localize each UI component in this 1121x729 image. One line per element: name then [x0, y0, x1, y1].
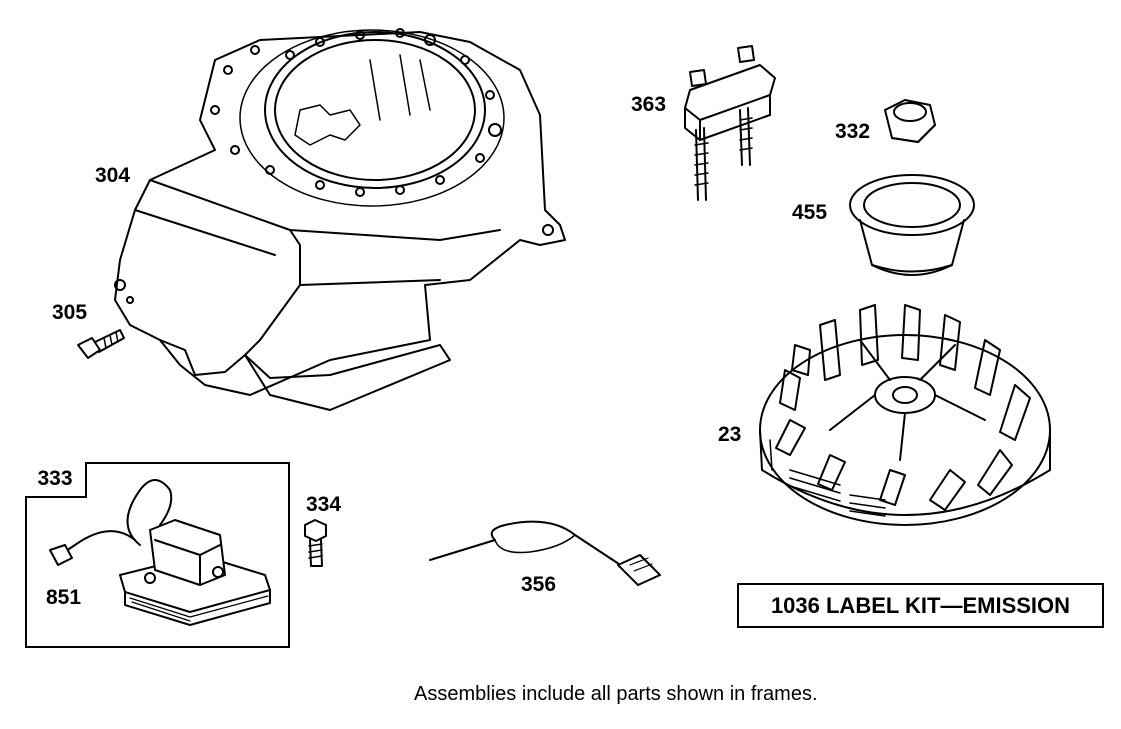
screw-334-part — [304, 519, 327, 567]
part-label-23: 23 — [718, 423, 742, 446]
part-label-363: 363 — [631, 93, 667, 116]
flywheel-23-part — [759, 304, 1051, 526]
part-label-304: 304 — [95, 164, 131, 187]
footnote: Assemblies include all parts shown in fr… — [414, 683, 818, 705]
starter-cup-455-part — [849, 174, 975, 276]
blower-housing-part — [114, 28, 566, 411]
part-label-851: 851 — [46, 586, 82, 609]
nut-332-part — [884, 99, 936, 143]
part-label-305: 305 — [52, 301, 88, 324]
part-label-334: 334 — [306, 493, 342, 516]
assembly-frame-333 — [25, 462, 290, 648]
label-kit-box: 1036 LABEL KIT—EMISSION — [737, 583, 1104, 628]
part-label-455: 455 — [792, 201, 828, 224]
ground-wire-356-part — [429, 520, 661, 586]
bracket-363-part — [684, 45, 776, 201]
ignition-coil-851-part — [49, 479, 271, 626]
part-label-333: 333 — [25, 462, 87, 498]
part-label-332: 332 — [835, 120, 871, 143]
bolt-305-part — [77, 329, 125, 359]
part-label-356: 356 — [521, 573, 557, 596]
